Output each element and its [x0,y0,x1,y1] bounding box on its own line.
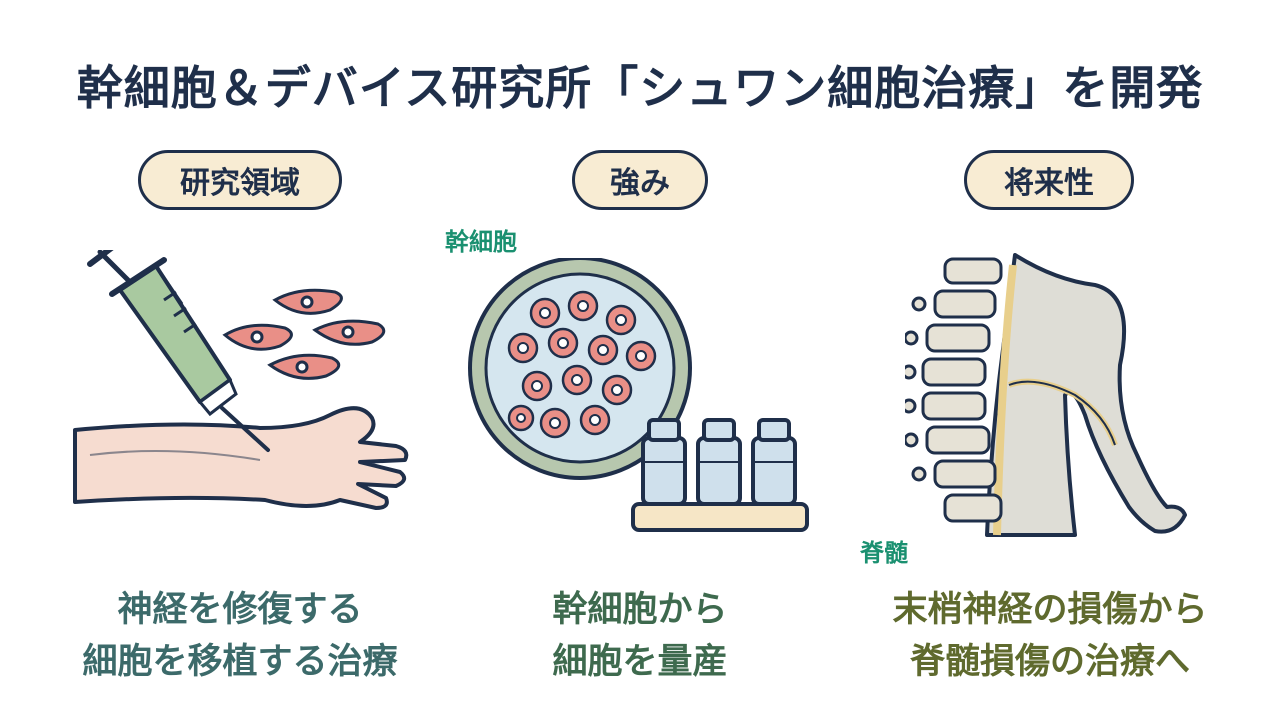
pill-future: 将来性 [964,150,1134,210]
caption-line: 細胞を量産 [552,642,728,682]
caption-line: 神経を修復する [117,590,363,630]
petri-dish-icon [468,258,692,480]
spine-icon [905,257,1003,523]
page-title: 幹細胞＆デバイス研究所「シュワン細胞治療」を開発 [76,61,1204,115]
caption-line: 細胞を移植する治療 [82,642,398,682]
caption-line: 末梢神経の損傷から [892,590,1208,630]
schwann-cell-icon [222,288,386,380]
caption-research: 神経を修復する 細胞を移植する治療 [20,584,460,688]
caption-line: 幹細胞から [552,590,728,630]
future-illustration [905,253,1187,537]
caption-line: 脊髄損傷の治療へ [909,642,1190,682]
vial-rack [631,418,809,532]
pill-research-area: 研究領域 [138,150,342,210]
body-silhouette-icon [985,253,1187,537]
research-illustration [73,250,409,510]
spine-tag: 脊髄 [860,539,908,567]
vial-icon [751,418,797,506]
arm-icon [73,406,409,510]
strength-illustration [468,258,809,532]
caption-future: 末梢神経の損傷から 脊髄損傷の治療へ [830,584,1270,688]
syringe-icon [87,250,270,452]
caption-strength: 幹細胞から 細胞を量産 [440,584,840,688]
stem-cell-tag: 幹細胞 [445,228,517,256]
pill-strength: 強み [572,150,708,210]
vial-icon [641,418,687,506]
vial-icon [696,418,742,506]
